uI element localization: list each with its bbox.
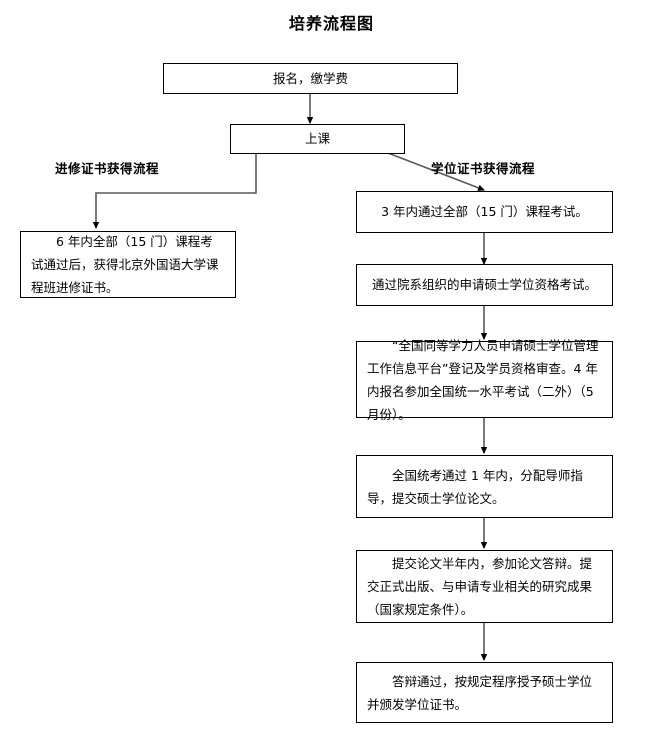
node-right-4-label: 全国统考通过 1 年内，分配导师指导，提交硕士学位论文。 bbox=[367, 467, 583, 506]
node-right-4[interactable]: 全国统考通过 1 年内，分配导师指导，提交硕士学位论文。 bbox=[356, 455, 613, 518]
branch-label-right: 学位证书获得流程 bbox=[431, 161, 536, 176]
node-right-5[interactable]: 提交论文半年内，参加论文答辩。提交正式出版、与申请专业相关的研究成果（国家规定条… bbox=[356, 550, 613, 623]
node-right-2[interactable]: 通过院系组织的申请硕士学位资格考试。 bbox=[356, 264, 613, 306]
node-right-6[interactable]: 答辩通过，按规定程序授予硕士学位并颁发学位证书。 bbox=[356, 662, 613, 723]
node-enroll[interactable]: 报名，缴学费 bbox=[163, 63, 458, 94]
page-title: 培养流程图 bbox=[288, 14, 374, 33]
node-right-3-label: “全国同等学力人员申请硕士学位管理工作信息平台”登记及学员资格审查。4 年内报名… bbox=[367, 337, 599, 422]
node-left-certificate[interactable]: 6 年内全部（15 门）课程考试通过后，获得北京外国语大学课程班进修证书。 bbox=[20, 231, 236, 298]
node-right-6-label: 答辩通过，按规定程序授予硕士学位并颁发学位证书。 bbox=[367, 673, 593, 712]
node-right-1[interactable]: 3 年内通过全部（15 门）课程考试。 bbox=[356, 191, 613, 233]
node-right-3[interactable]: “全国同等学力人员申请硕士学位管理工作信息平台”登记及学员资格审查。4 年内报名… bbox=[356, 338, 613, 422]
node-class[interactable]: 上课 bbox=[230, 124, 405, 154]
node-class-label: 上课 bbox=[304, 131, 330, 146]
node-right-1-label: 3 年内通过全部（15 门）课程考试。 bbox=[381, 204, 588, 219]
node-left-certificate-label: 6 年内全部（15 门）课程考试通过后，获得北京外国语大学课程班进修证书。 bbox=[31, 234, 219, 295]
branch-label-left: 进修证书获得流程 bbox=[55, 161, 160, 176]
node-right-5-label: 提交论文半年内，参加论文答辩。提交正式出版、与申请专业相关的研究成果（国家规定条… bbox=[367, 556, 593, 617]
node-enroll-label: 报名，缴学费 bbox=[272, 70, 348, 86]
node-right-2-label: 通过院系组织的申请硕士学位资格考试。 bbox=[371, 277, 597, 292]
